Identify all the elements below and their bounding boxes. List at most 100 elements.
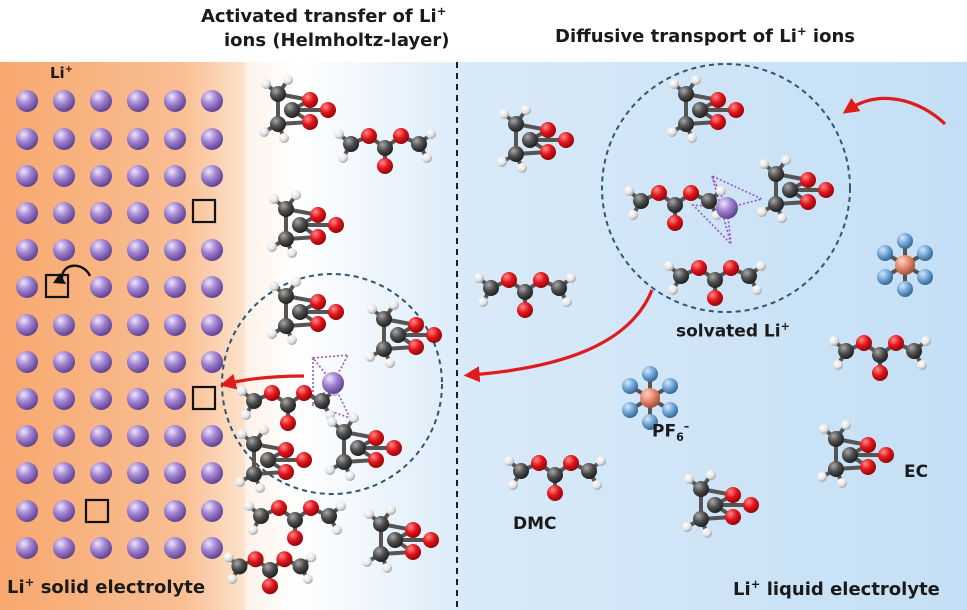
oxygen-atom	[296, 452, 312, 468]
oxygen-atom	[723, 260, 739, 276]
carbon-atom	[278, 318, 294, 334]
dmc-molecule	[334, 128, 436, 174]
solvation-shell	[601, 63, 851, 313]
li-atom	[16, 500, 38, 522]
hydrogen-atom	[592, 480, 602, 490]
li-atom	[90, 425, 112, 447]
oxygen-atom	[667, 215, 683, 231]
ec-molecule	[325, 413, 402, 481]
carbon-atom	[522, 132, 538, 148]
oxygen-atom	[287, 530, 303, 546]
carbon-atom	[768, 196, 784, 212]
carbon-atom	[376, 311, 392, 327]
solvated-li-atom	[322, 372, 344, 394]
oxygen-atom	[856, 335, 872, 351]
li-atom	[16, 462, 38, 484]
oxygen-atom	[405, 522, 421, 538]
li-atom	[201, 351, 223, 373]
li-atom	[164, 165, 186, 187]
hydrogen-atom	[223, 552, 234, 563]
hydrogen-atom	[349, 413, 359, 423]
hydrogen-atom	[336, 501, 346, 511]
carbon-atom	[390, 327, 406, 343]
oxygen-atom	[320, 102, 336, 118]
hydrogen-atom	[364, 509, 374, 519]
hydrogen-atom	[338, 153, 348, 163]
fluorine-atom	[662, 378, 678, 394]
oxygen-atom	[517, 302, 533, 318]
oxygen-atom	[271, 500, 287, 516]
dmc-molecule	[829, 335, 931, 381]
oxygen-atom	[743, 497, 759, 513]
carbon-atom	[253, 508, 269, 524]
oxygen-atom	[691, 260, 707, 276]
solvated-li-atom	[716, 197, 738, 219]
diffusive-transport-title: Diffusive transport of Li+ ions	[555, 24, 855, 47]
ec-molecule	[267, 190, 344, 258]
hydrogen-atom	[267, 329, 277, 339]
carbon-atom	[842, 447, 858, 463]
carbon-atom	[707, 272, 723, 288]
fluorine-atom	[877, 245, 893, 261]
ec-label: EC	[904, 462, 929, 482]
li-atom	[127, 537, 149, 559]
fluorine-atom	[917, 245, 933, 261]
phosphorus-atom	[895, 255, 915, 275]
molecules	[223, 75, 933, 595]
carbon-atom	[547, 467, 563, 483]
li-atom	[201, 239, 223, 261]
hydrogen-atom	[921, 336, 931, 346]
li-atom	[127, 314, 149, 336]
oxygen-atom	[860, 459, 876, 475]
hydrogen-atom	[682, 522, 692, 532]
ec-molecule	[817, 420, 894, 488]
fluorine-atom	[622, 378, 638, 394]
hydrogen-atom	[365, 352, 375, 362]
hydrogen-atom	[259, 127, 269, 137]
hydrogen-atom	[227, 574, 238, 584]
ec-molecule	[365, 300, 442, 368]
fluorine-atom	[917, 269, 933, 285]
li-atom	[201, 165, 223, 187]
oxygen-atom	[302, 92, 318, 108]
carbon-atom	[246, 466, 262, 482]
hydrogen-atom	[752, 285, 762, 295]
dmc-label: DMC	[513, 514, 557, 534]
hydrogen-atom	[668, 285, 678, 295]
oxygen-atom	[725, 487, 741, 503]
carbon-atom	[284, 102, 300, 118]
oxygen-atom	[276, 551, 293, 568]
hydrogen-atom	[237, 429, 247, 439]
li-atom	[16, 314, 38, 336]
oxygen-atom	[368, 430, 384, 446]
hydrogen-atom	[497, 157, 507, 167]
oxygen-atom	[408, 317, 424, 333]
activated-transfer-title: Activated transfer of Li+	[201, 4, 447, 27]
hydrogen-atom	[829, 336, 839, 346]
li-atom	[127, 202, 149, 224]
hydrogen-atom	[302, 574, 313, 584]
hydrogen-atom	[259, 425, 269, 435]
transport-arrow	[219, 373, 305, 390]
carbon-atom	[678, 116, 694, 132]
carbon-atom	[678, 86, 694, 102]
hydrogen-atom	[269, 281, 279, 291]
carbon-atom	[483, 280, 499, 296]
hydrogen-atom	[291, 190, 301, 200]
oxygen-atom	[558, 132, 574, 148]
carbon-atom	[278, 288, 294, 304]
oxygen-atom	[547, 485, 563, 501]
hydrogen-atom	[566, 273, 576, 283]
oxygen-atom	[280, 415, 296, 431]
hydrogen-atom	[702, 528, 712, 538]
helmholtz-layer-title: ions (Helmholtz-layer)	[224, 30, 450, 51]
oxygen-atom	[405, 544, 421, 560]
li-atom	[90, 537, 112, 559]
hydrogen-atom	[267, 242, 277, 252]
li-atom	[90, 276, 112, 298]
hydrogen-atom	[241, 410, 251, 420]
oxygen-atom	[361, 128, 377, 144]
li-atom	[90, 239, 112, 261]
hydrogen-atom	[306, 552, 317, 563]
hydrogen-atom	[706, 470, 716, 480]
